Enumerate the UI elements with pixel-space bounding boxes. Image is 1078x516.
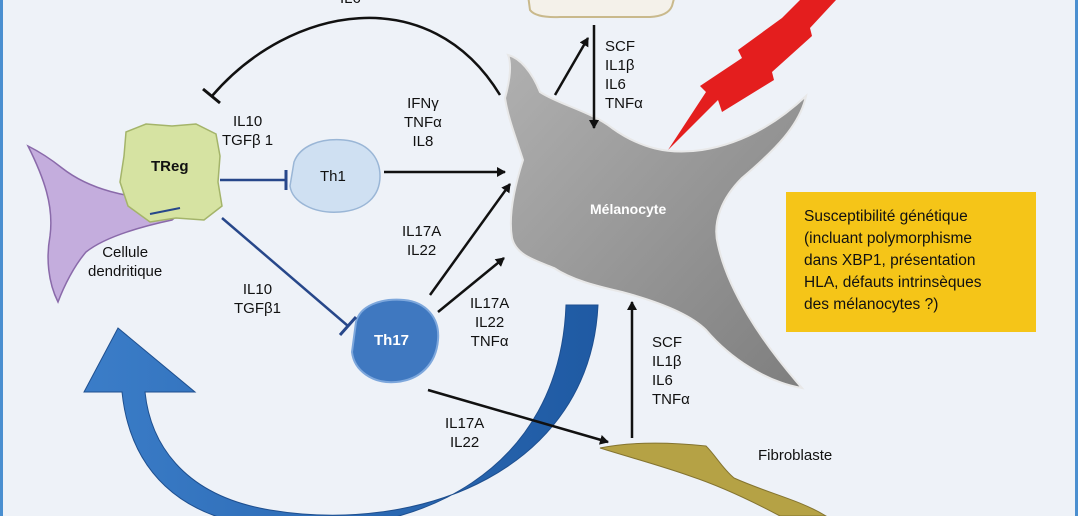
th1-shape bbox=[289, 138, 381, 213]
label-th1-to-melano: IFNγ TNFα IL8 bbox=[404, 95, 442, 150]
inhibit-bar-treg bbox=[202, 87, 221, 105]
dendritic-cell-shape bbox=[26, 144, 178, 304]
fibroblast-shape bbox=[599, 442, 827, 516]
feedback-big-arrow bbox=[83, 304, 599, 516]
arrow-th17-to-melanocyte-b bbox=[437, 257, 505, 313]
label-keratinocyte-melano: SCF IL1β IL6 TNFα bbox=[605, 38, 643, 112]
genetic-susceptibility-box: Susceptibilité génétique (incluant polym… bbox=[786, 192, 1036, 332]
melanocyte-shape bbox=[503, 53, 808, 390]
label-treg-to-th17: IL10 TGFβ1 bbox=[234, 281, 281, 317]
label-fibro-to-melano: SCF IL1β IL6 TNFα bbox=[652, 334, 690, 408]
inhibit-treg-to-th17 bbox=[221, 217, 349, 327]
left-border bbox=[0, 0, 3, 516]
inhibit-bar-th17 bbox=[338, 316, 358, 336]
label-th17-to-fibro: IL17A IL22 bbox=[445, 415, 485, 451]
info-line: Susceptibilité génétique bbox=[804, 208, 968, 225]
info-line: (incluant polymorphisme bbox=[804, 230, 972, 247]
label-th17-to-melano-b: IL17A IL22 TNFα bbox=[470, 295, 510, 350]
th17-label: Th17 bbox=[374, 332, 410, 349]
treg-label: TReg bbox=[151, 158, 189, 175]
label-th17-to-melano-a: IL17A IL22 bbox=[402, 223, 442, 259]
arrow-th17-to-melanocyte-a bbox=[428, 183, 512, 296]
melanocyte-label: Mélanocyte bbox=[590, 201, 667, 217]
right-border bbox=[1075, 0, 1078, 516]
label-melano-to-treg: IL10 TGFβ 1 bbox=[222, 113, 274, 149]
lightning-icon bbox=[668, 0, 836, 150]
info-line: dans XBP1, présentation bbox=[804, 252, 976, 269]
fibroblast-label: Fibroblaste bbox=[758, 447, 833, 464]
info-line: des mélanocytes ?) bbox=[804, 296, 939, 313]
arrow-melanocyte-to-keratinocyte bbox=[553, 37, 590, 96]
link-treg-dendritic bbox=[149, 207, 181, 215]
inhibit-melanocyte-to-treg bbox=[211, 16, 502, 97]
arrow-th17-to-fibroblast bbox=[427, 388, 609, 445]
dendritic-label: Cellule dendritique bbox=[88, 244, 163, 280]
th17-shape bbox=[350, 298, 440, 384]
keratinocyte-shape bbox=[527, 0, 675, 19]
label-top-partial: IL6 bbox=[340, 0, 361, 8]
treg-shape bbox=[119, 123, 223, 223]
info-line: HLA, défauts intrinsèques bbox=[804, 274, 982, 291]
th1-label: Th1 bbox=[320, 168, 346, 185]
